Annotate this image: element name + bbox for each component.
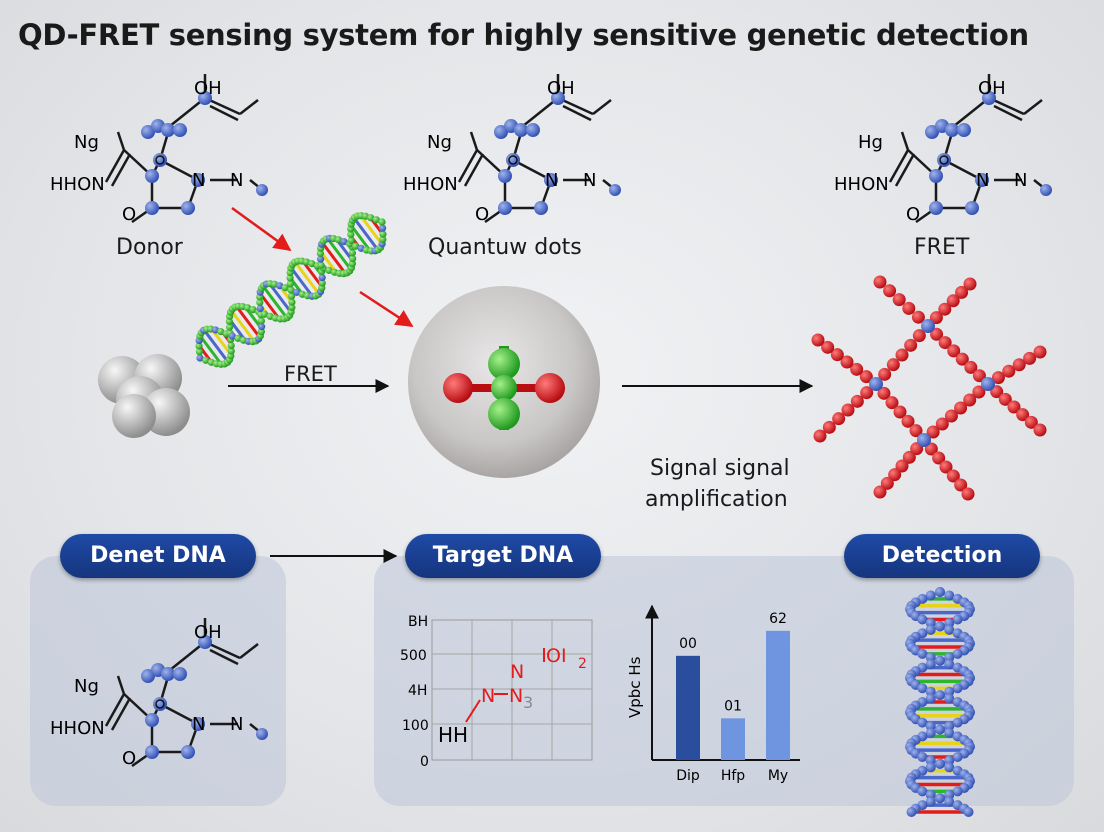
molecule-donor: Ng OH HHON N N O [50, 72, 270, 225]
mol4-n2: N [230, 714, 243, 735]
gray-cluster [98, 354, 190, 438]
grid-ylabel-0: BH [408, 614, 428, 630]
mol3-hhon: HHON [834, 174, 889, 195]
grid-ylabel-3: 100 [402, 718, 429, 734]
mol4-n: N [192, 714, 205, 735]
bar-data-label-2: 62 [769, 611, 787, 627]
mol2-oh: OH [547, 78, 575, 99]
mol3-n2: N [1014, 170, 1027, 191]
page-title: QD-FRET sensing system for highly sensit… [18, 18, 1029, 52]
red-bead-network [811, 275, 1047, 501]
bar-dip [676, 655, 700, 760]
mol3-o: O [906, 204, 920, 225]
grid-ylabel-1: 500 [400, 648, 427, 664]
reaction-grid: BH 500 4H 100 0 HH N N 3 N OI 2 [400, 614, 593, 770]
mol1-hhon: HHON [50, 174, 105, 195]
mol4-ng: Ng [74, 676, 99, 697]
mol2-hhon: HHON [403, 174, 458, 195]
mol1-n: N [192, 170, 205, 191]
mol3-hg: Hg [858, 132, 883, 153]
mol3-n: N [976, 170, 989, 191]
mol4-o: O [122, 748, 136, 769]
molecule-fret: Hg OH HHON N N O [834, 72, 1054, 225]
amplification-line2: amplification [645, 487, 788, 512]
bar-category-label-2: My [768, 768, 788, 784]
bar-my [766, 630, 790, 760]
quantum-dots-label: Quantuw dots [428, 235, 582, 260]
bar-data-label-1: 01 [724, 698, 742, 714]
mol4-oh: OH [194, 622, 222, 643]
left-panel [30, 556, 286, 806]
amplification-line1: Signal signal [650, 456, 790, 481]
grid-ol-sub: 2 [578, 656, 587, 672]
mol2-n2: N [583, 170, 596, 191]
mol1-n2: N [230, 170, 243, 191]
mol4-hhon: HHON [50, 718, 105, 739]
detection-pill: Detection [844, 534, 1040, 578]
mol2-o: O [475, 204, 489, 225]
bar-category-label-0: Dip [676, 768, 700, 784]
bar-hfp [721, 718, 745, 760]
denet-dna-pill: Denet DNA [60, 534, 256, 578]
grid-n1: N [481, 685, 495, 707]
grid-hh: HH [438, 723, 468, 747]
donor-label: Donor [116, 235, 183, 260]
mol1-o: O [122, 204, 136, 225]
mol2-n: N [545, 170, 558, 191]
mol1-ng: Ng [74, 132, 99, 153]
red-arrow-dna-to-qd [359, 290, 414, 328]
grid-ylabel-2: 4H [408, 683, 427, 699]
bar-data-label-0: 00 [679, 636, 697, 652]
grid-sub3: 3 [523, 693, 533, 712]
molecule-quantum-dots: Ng OH HHON N N O [403, 72, 623, 225]
bar-category-label-1: Hfp [721, 768, 745, 784]
chart-ylabel: Vpbc Hs [626, 656, 644, 718]
mol2-ng: Ng [427, 132, 452, 153]
quantum-dot-sphere [408, 286, 600, 478]
dna-helix-top [195, 212, 387, 368]
fret-top-label: FRET [914, 235, 970, 260]
grid-n2: N [509, 685, 523, 707]
grid-n3: N [510, 661, 524, 683]
grid-ol: OI [546, 645, 567, 667]
fret-arrow-label: FRET [284, 362, 337, 386]
grid-ylabel-4: 0 [420, 754, 429, 770]
molecule-denet-dna: Ng OH HHON N N O [50, 616, 270, 769]
dna-helix-detection [905, 587, 975, 817]
target-dna-pill: Target DNA [405, 534, 601, 578]
mol3-oh: OH [978, 78, 1006, 99]
mol1-oh: OH [194, 78, 222, 99]
red-arrow-donor-to-dna [231, 206, 292, 252]
